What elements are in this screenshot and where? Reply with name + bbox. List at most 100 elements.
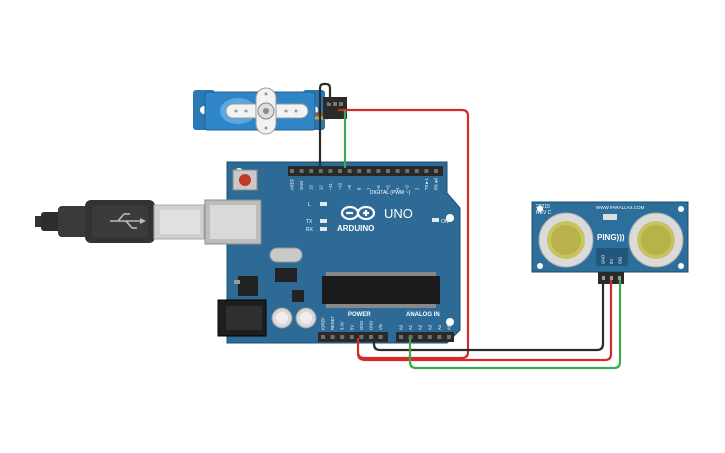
digital-pin-label: 12 [318,185,323,190]
power-pin[interactable] [340,335,345,339]
digital-pin-label: ~11 [328,183,333,190]
digital-pin[interactable] [434,169,438,173]
digital-header-pins[interactable] [290,169,438,173]
digital-pin[interactable] [405,169,410,173]
sensor-pin-label: SIG [618,257,623,264]
analog-pin[interactable] [447,335,451,339]
wire-servo-gnd [318,82,332,168]
digital-pin-label: 7 [366,187,371,190]
digital-pin[interactable] [376,169,381,173]
power-pin[interactable] [378,335,383,339]
digital-pin-label: 2 [414,187,419,190]
left-transducer [538,212,594,268]
led-on-label: ON [441,219,449,225]
wire-sensor-5v [356,280,613,362]
analog-label: ANALOG IN [406,312,440,318]
analog-pin[interactable] [399,335,403,339]
analog-pin-label: A2 [418,324,423,330]
analog-pin[interactable] [408,335,413,339]
arduino-logo-icon [340,205,376,221]
led-l [320,202,327,206]
digital-pin[interactable] [414,169,419,173]
power-pin[interactable] [349,335,354,339]
digital-pin[interactable] [395,169,400,173]
right-transducer [628,212,684,268]
reset-button-cap[interactable] [239,174,251,186]
digital-pin[interactable] [309,169,314,173]
atmega-chip [322,272,440,308]
power-header-pins[interactable] [321,335,383,339]
digital-pin-label: ~5 [386,185,391,190]
digital-pin-label: AREF [290,178,295,190]
analog-header[interactable] [396,332,454,342]
analog-pin-label: A3 [427,324,432,330]
sensor-pin-label: GND [601,255,606,264]
wire-sensor-gnd [372,280,605,352]
micro-servo[interactable] [193,87,347,135]
analog-pin-label: A0 [399,324,404,330]
digital-pin[interactable] [386,169,390,173]
usb-controller-chip [275,268,297,282]
sensor-model: 28015 [536,204,550,210]
voltage-regulator [238,276,258,296]
digital-pin-label: ~9 [347,185,352,190]
power-pin-label: 5V [349,325,354,330]
power-pin-label: RESET [330,316,335,330]
board-brand: ARDUINO [337,224,374,233]
servo-connector[interactable] [323,97,347,119]
ping-ultrasonic-sensor[interactable]: 28015 REV C WWW.PARALLAX.COM PING))) GND… [531,0,689,284]
analog-pin-label: A4 [437,324,442,330]
digital-pin[interactable] [328,169,333,173]
power-pin[interactable] [321,335,325,339]
analog-pin[interactable] [418,335,423,339]
digital-pin-label: 13 [309,185,314,190]
digital-header[interactable] [288,166,443,176]
wires[interactable] [318,82,622,370]
analog-pin[interactable] [427,335,432,339]
digital-pin[interactable] [347,169,352,173]
digital-pin-label: GND [299,181,304,190]
servo-horn[interactable] [225,87,309,135]
led-l-label: L [308,202,311,208]
sensor-rev: REV C [536,210,552,216]
digital-pin-label: ~10 [338,182,343,190]
usb-cable [35,200,205,243]
mounting-hole [446,214,454,222]
led-on [432,218,439,222]
power-pin-label: 3.3V [340,321,345,330]
analog-pin-label: A1 [408,324,413,330]
digital-pin-label: TX►1 [424,178,429,190]
digital-pin-label: 4 [395,187,400,190]
sensor-pin-label: 5V [609,259,614,264]
led-tx [320,219,327,223]
power-pin-label: Vin [378,323,383,330]
power-pin[interactable] [369,335,373,339]
led-tx-label: TX [306,219,313,225]
power-pin[interactable] [359,335,364,339]
digital-pin[interactable] [357,169,362,173]
power-pin-label: IOREF [321,317,326,330]
digital-header-label: DIGITAL (PWM ~) [370,190,410,196]
led-rx [320,227,327,231]
digital-pin[interactable] [338,169,342,173]
digital-pin[interactable] [424,169,429,173]
wire-sensor-signal [408,280,622,370]
board-model: UNO [384,206,413,221]
analog-pin-labels: A0 A1 A2 A3 A4 A5 [399,324,452,330]
power-pin-label: GND [359,321,364,330]
power-pin[interactable] [330,335,335,339]
analog-pin[interactable] [437,335,442,339]
digital-pin[interactable] [318,169,323,173]
sensor-url: WWW.PARALLAX.COM [596,205,645,210]
digital-pin[interactable] [366,169,371,173]
digital-pin[interactable] [290,169,294,173]
sensor-brand: PING))) [597,233,625,242]
analog-header-pins[interactable] [399,335,451,339]
digital-pin-label: 8 [357,187,362,190]
digital-pin[interactable] [299,169,304,173]
analog-pin-label: A5 [447,324,452,330]
